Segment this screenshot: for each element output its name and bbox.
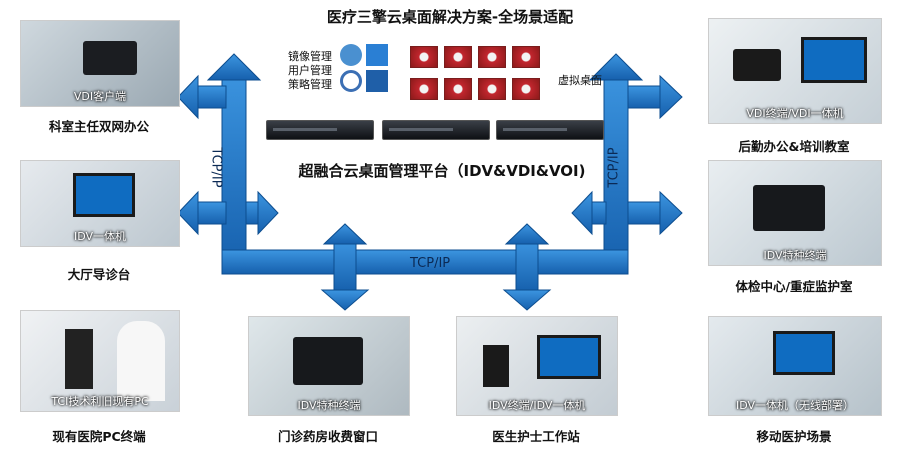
mgmt-image: 镜像管理: [288, 50, 332, 63]
refresh-icon: [340, 70, 362, 92]
arrow-up-right: [588, 53, 644, 81]
scene-photo-5: IDV终端/IDV一体机: [456, 316, 618, 416]
scene-photo-6: IDV一体机（无线部署）: [708, 316, 882, 416]
desktop-tile: [478, 78, 506, 100]
management-icons: [340, 44, 392, 96]
server-1: [266, 120, 374, 140]
arrow-left-mid: [177, 190, 199, 236]
desktop-tile: [512, 78, 540, 100]
wireless-all-in-one: [773, 331, 835, 375]
arrow-down-1: [320, 289, 370, 311]
management-list: 镜像管理 用户管理 策略管理: [288, 50, 332, 92]
server-3: [496, 120, 604, 140]
all-in-one-monitor: [73, 173, 135, 217]
platform-title: 超融合云桌面管理平台（IDV&VDI&VOI): [298, 162, 586, 180]
scene-photo-8: VDI终端/VDI一体机: [708, 18, 882, 124]
scene-caption-5: IDV终端/IDV一体机: [488, 399, 586, 412]
special-terminal: [293, 337, 363, 385]
scene-label-2: 大厅导诊台: [67, 267, 131, 282]
chart-icon: [366, 70, 388, 92]
scene-label-7: 体检中心/重症监护室: [735, 279, 853, 294]
scene-photo-1: VDI客户端: [20, 20, 180, 107]
special-terminal-2: [753, 185, 825, 231]
scene-label-1: 科室主任双网办公: [48, 119, 149, 134]
arrow-right-mid-left: [257, 190, 279, 236]
arrow-left-top: [177, 74, 199, 120]
idv-monitor: [537, 335, 601, 379]
terminal-device: [83, 41, 137, 75]
arrow-up-1: [322, 223, 368, 245]
scene-caption-4: IDV特种终端: [297, 399, 361, 412]
tcp-label-right: TCP/IP: [606, 147, 622, 188]
idv-terminal: [483, 345, 509, 387]
scene-caption-1: VDI客户端: [73, 90, 127, 103]
desktop-tile: [410, 78, 438, 100]
mgmt-user: 用户管理: [288, 64, 332, 77]
desktop-tile: [478, 46, 506, 68]
bottom-horizontal-pipe: [221, 249, 629, 275]
mgmt-policy: 策略管理: [288, 78, 332, 91]
scene-label-6: 移动医护场景: [756, 429, 832, 444]
scene-photo-4: IDV特种终端: [248, 316, 410, 416]
arrow-right-mid: [659, 190, 683, 236]
tcp-label-left: TCP/IP: [208, 147, 224, 188]
arrow-down-2: [502, 289, 552, 311]
desktop-tile: [512, 46, 540, 68]
scene-photo-2: IDV一体机: [20, 160, 180, 247]
scene-caption-3: TCI技术利旧现有PC: [51, 395, 149, 408]
scene-caption-2: IDV一体机: [73, 230, 127, 243]
vdi-terminal: [733, 49, 781, 81]
scene-photo-3: TCI技术利旧现有PC: [20, 310, 180, 412]
virtual-desktop-grid: [410, 46, 550, 106]
scene-label-4: 门诊药房收费窗口: [277, 429, 378, 444]
arrow-right-top: [659, 74, 683, 120]
desktop-tile: [444, 78, 472, 100]
pc-tower: [65, 329, 93, 389]
scene-caption-8: VDI终端/VDI一体机: [746, 107, 844, 120]
doctor-figure: [117, 321, 165, 401]
tcp-label-bottom: TCP/IP: [410, 256, 451, 271]
right-vertical-pipe: [603, 67, 629, 269]
desktop-tile: [444, 46, 472, 68]
diagram-title: 医疗三擎云桌面解决方案-全场景适配: [326, 8, 574, 26]
arrow-up-left: [206, 53, 262, 81]
scene-label-8: 后勤办公&培训教室: [738, 139, 850, 154]
desktop-tile: [410, 46, 438, 68]
windows-icon: [366, 44, 388, 66]
arrow-up-2: [504, 223, 550, 245]
scene-caption-6: IDV一体机（无线部署）: [735, 399, 855, 412]
server-2: [382, 120, 490, 140]
vdi-monitor: [801, 37, 867, 83]
scene-label-5: 医生护士工作站: [492, 429, 580, 444]
scene-photo-7: IDV特种终端: [708, 160, 882, 266]
scene-label-3: 现有医院PC终端: [52, 429, 146, 444]
virtual-desktop-label: 虚拟桌面: [558, 74, 602, 87]
gear-icon: [340, 44, 362, 66]
scene-caption-7: IDV特种终端: [763, 249, 827, 262]
arrow-left-mid-right: [571, 190, 593, 236]
